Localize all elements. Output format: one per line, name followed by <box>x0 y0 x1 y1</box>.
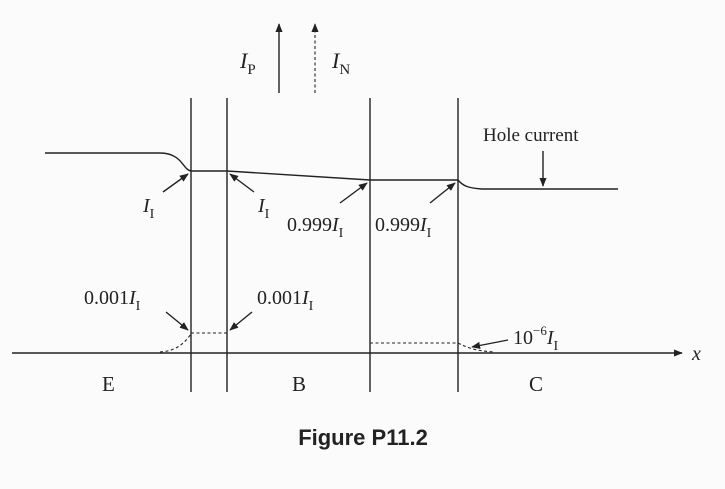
ii-001-right-arrow <box>229 311 253 331</box>
ii-999-right-label: 0.999II <box>375 214 432 241</box>
hole-current-curve <box>45 152 618 190</box>
ip-label: IP <box>239 48 256 78</box>
ii-999-left-arrow <box>339 182 368 204</box>
in-label: IN <box>331 48 350 78</box>
ii-left-arrow <box>162 173 189 193</box>
ii-right-arrow <box>229 173 255 193</box>
ii-001-left-label: 0.001II <box>84 287 141 314</box>
figure-caption: Figure P11.2 <box>298 425 428 450</box>
ii-001-left-arrow <box>165 311 189 331</box>
ii-001-right-label: 0.001II <box>257 287 314 314</box>
small-current-emitter <box>159 333 192 353</box>
ii-left-label: II <box>142 195 155 222</box>
region-label-c: C <box>529 372 543 396</box>
x-axis-label: x <box>691 343 701 365</box>
ii-1e6-label: 10−6II <box>513 323 559 354</box>
ii-right-label: II <box>257 195 270 222</box>
hole-current-label: Hole current <box>483 125 579 146</box>
region-label-e: E <box>102 372 115 396</box>
ii-1e6-arrow <box>471 339 509 349</box>
ii-999-right-arrow <box>429 182 456 204</box>
small-current-collector <box>457 342 496 353</box>
region-label-b: B <box>292 372 306 396</box>
ii-999-left-label: 0.999II <box>287 214 344 241</box>
